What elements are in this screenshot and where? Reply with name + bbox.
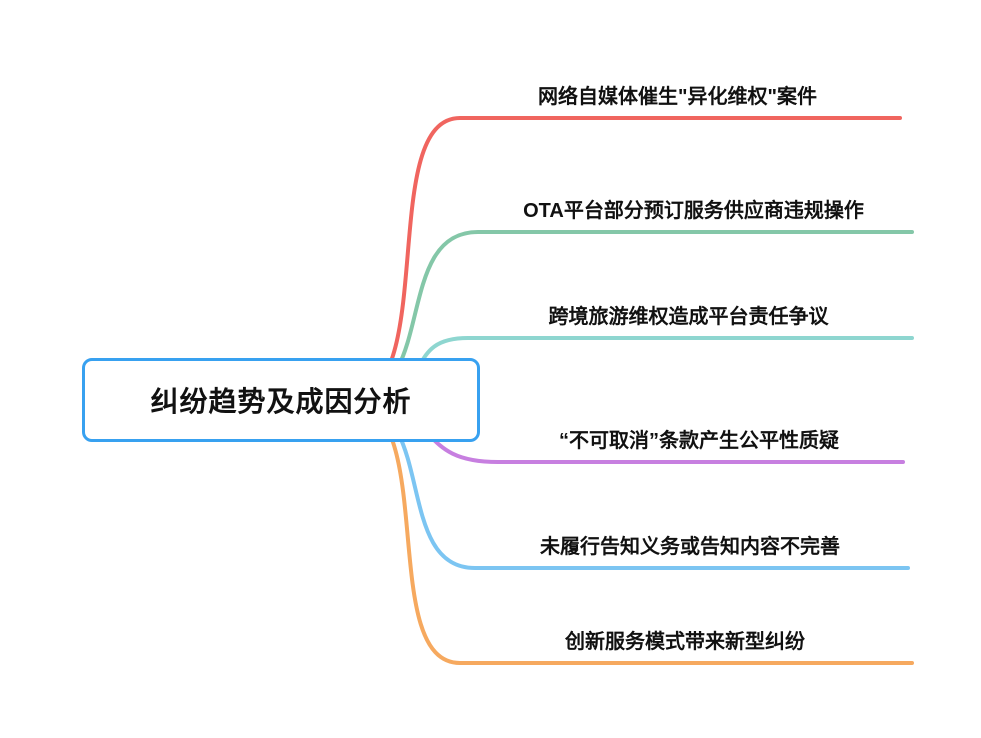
central-topic-node[interactable]: 纠纷趋势及成因分析 bbox=[82, 358, 480, 442]
branch-node-6[interactable]: 创新服务模式带来新型纠纷 bbox=[565, 631, 805, 653]
branch-node-5[interactable]: 未履行告知义务或告知内容不完善 bbox=[540, 536, 840, 558]
branch-node-4[interactable]: “不可取消”条款产生公平性质疑 bbox=[559, 430, 839, 452]
central-topic-label: 纠纷趋势及成因分析 bbox=[150, 386, 412, 417]
branch-node-1[interactable]: 网络自媒体催生"异化维权"案件 bbox=[538, 86, 817, 108]
branch-node-3[interactable]: 跨境旅游维权造成平台责任争议 bbox=[548, 306, 829, 328]
branch-curve-1 bbox=[358, 116, 902, 400]
branch-node-2[interactable]: OTA平台部分预订服务供应商违规操作 bbox=[523, 200, 864, 222]
